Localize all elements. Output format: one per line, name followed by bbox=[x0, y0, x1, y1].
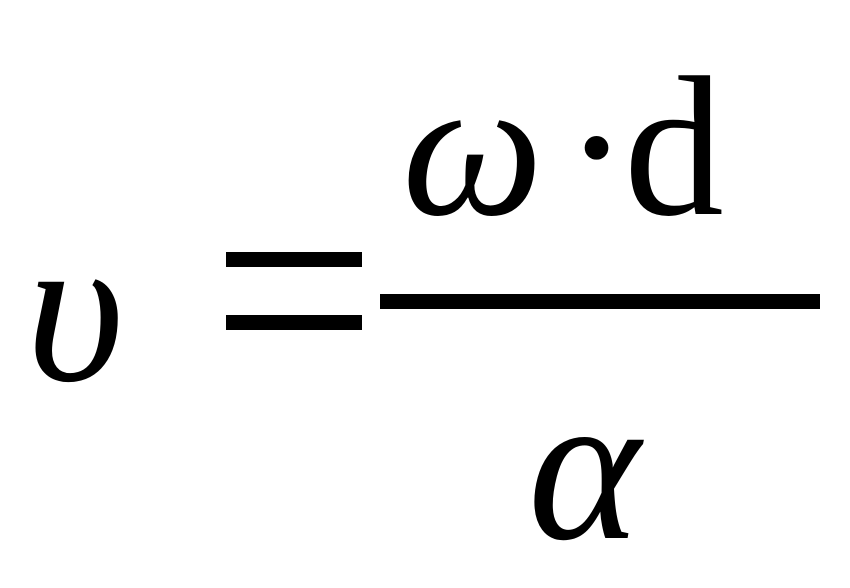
fraction-numerator: ω·d bbox=[402, 48, 724, 248]
numerator-d: d bbox=[623, 37, 724, 258]
numerator-dot-operator: · bbox=[563, 37, 630, 258]
lhs-variable-upsilon: υ bbox=[26, 190, 125, 427]
equals-bar-top bbox=[226, 252, 362, 267]
fraction-bar bbox=[380, 294, 820, 309]
fraction-denominator-alpha: α bbox=[528, 348, 641, 585]
numerator-omega: ω bbox=[402, 37, 544, 258]
equals-bar-bottom bbox=[226, 315, 362, 330]
equals-sign bbox=[226, 252, 362, 330]
